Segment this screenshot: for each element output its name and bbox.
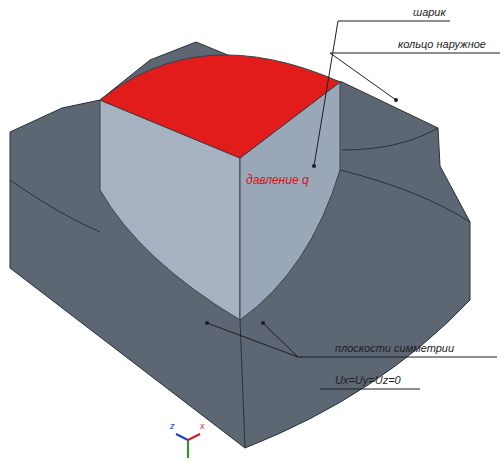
ring-edge xyxy=(342,128,438,150)
ring-edge xyxy=(240,320,245,448)
leader-dot xyxy=(205,321,209,325)
axis-label: z xyxy=(170,420,175,433)
boundary-label: Ux=Uy=Uz=0 xyxy=(335,374,401,387)
leader-dot xyxy=(261,321,265,325)
leader-line xyxy=(207,323,497,357)
ring-edge xyxy=(10,180,100,232)
axis-y xyxy=(187,440,189,458)
load-label: давление q xyxy=(246,174,309,187)
part-name: кольцо наружное xyxy=(398,38,486,51)
leader-line xyxy=(263,323,298,357)
boundary-label: плоскости симметрии xyxy=(335,342,454,355)
axis-label: x xyxy=(200,420,205,433)
leader-dot xyxy=(394,98,398,102)
part-name: шарик xyxy=(413,6,446,19)
axis-x xyxy=(188,434,200,440)
axis-z xyxy=(176,434,188,440)
outer-ring xyxy=(10,42,470,448)
leader-dot xyxy=(312,164,316,168)
pressure-face xyxy=(100,55,340,158)
leader-line xyxy=(320,389,420,390)
leader-line xyxy=(330,53,500,100)
ring-edge xyxy=(340,170,470,222)
